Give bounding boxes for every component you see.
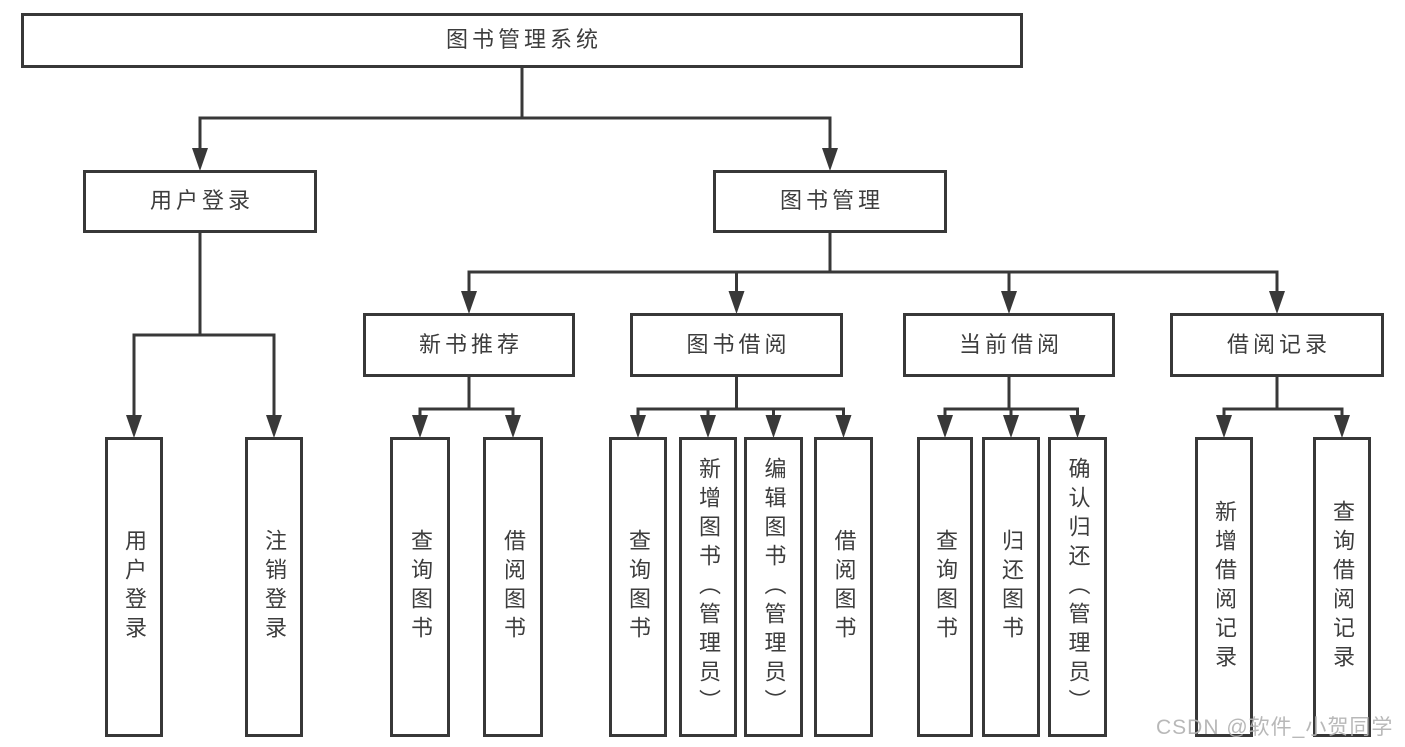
arrowhead-icon: [192, 148, 208, 171]
node-root: 图书管理系统: [21, 13, 1023, 68]
node-label: 用户登录: [149, 188, 254, 214]
node-current-borrow: 当前借阅: [903, 313, 1115, 377]
arrowhead-icon: [461, 291, 477, 314]
arrowhead-icon: [1269, 291, 1285, 314]
node-book-mgmt: 图书管理: [713, 170, 947, 233]
arrowhead-icon: [1003, 415, 1019, 438]
node-bb-edit-book: 编辑图书（管理员）: [744, 437, 803, 737]
node-label: 新增图书（管理员）: [696, 456, 721, 718]
node-label: 图书管理: [779, 188, 884, 214]
arrowhead-icon: [835, 415, 852, 438]
node-label: 新书推荐: [418, 331, 523, 357]
node-book-borrow: 图书借阅: [630, 313, 843, 377]
arrowhead-icon: [728, 291, 745, 314]
node-label: 借阅图书: [831, 529, 857, 645]
watermark: CSDN @软件_小贺同学: [1156, 716, 1394, 739]
arrowhead-icon: [1334, 415, 1350, 438]
node-label: 图书管理系统: [445, 27, 602, 53]
arrowhead-icon: [1001, 291, 1017, 314]
node-borrow-records: 借阅记录: [1170, 313, 1384, 377]
node-user-login: 用户登录: [83, 170, 317, 233]
node-label: 用户登录: [122, 529, 147, 645]
node-cb-query-book: 查询图书: [917, 437, 973, 737]
node-label: 借阅记录: [1226, 331, 1331, 357]
node-label: 借阅图书: [501, 529, 526, 645]
node-bb-borrow-book: 借阅图书: [814, 437, 873, 737]
node-rec-query-book: 查询图书: [390, 437, 450, 737]
arrowhead-icon: [1069, 415, 1086, 438]
node-new-book-rec: 新书推荐: [363, 313, 575, 377]
node-label: 当前借阅: [958, 331, 1063, 357]
arrowhead-icon: [505, 415, 521, 438]
node-br-query-record: 查询借阅记录: [1313, 437, 1371, 737]
arrowhead-icon: [266, 415, 282, 438]
arrowhead-icon: [765, 415, 782, 438]
node-logout-action: 注销登录: [245, 437, 303, 737]
node-bb-query-book: 查询图书: [609, 437, 667, 737]
node-cb-return-book: 归还图书: [982, 437, 1040, 737]
node-label: 查询图书: [408, 529, 433, 645]
node-label: 查询借阅记录: [1330, 500, 1355, 674]
node-label: 注销登录: [262, 529, 287, 645]
arrowhead-icon: [822, 148, 838, 171]
node-label: 查询图书: [626, 529, 651, 645]
node-label: 确认归还（管理员）: [1065, 456, 1091, 718]
arrowhead-icon: [1216, 415, 1232, 438]
arrowhead-icon: [412, 415, 428, 438]
node-label: 归还图书: [999, 529, 1024, 645]
node-label: 编辑图书（管理员）: [761, 456, 787, 718]
arrowhead-icon: [937, 415, 953, 438]
node-login-action: 用户登录: [105, 437, 163, 737]
arrowhead-icon: [700, 415, 716, 438]
arrowhead-icon: [630, 415, 646, 438]
arrowhead-icon: [126, 415, 142, 438]
node-label: 图书借阅: [686, 331, 791, 357]
node-bb-add-book: 新增图书（管理员）: [679, 437, 737, 737]
node-br-add-record: 新增借阅记录: [1195, 437, 1253, 737]
node-label: 新增借阅记录: [1212, 500, 1237, 674]
node-rec-borrow-book: 借阅图书: [483, 437, 543, 737]
node-label: 查询图书: [933, 529, 958, 645]
node-cb-confirm-return: 确认归还（管理员）: [1048, 437, 1107, 737]
